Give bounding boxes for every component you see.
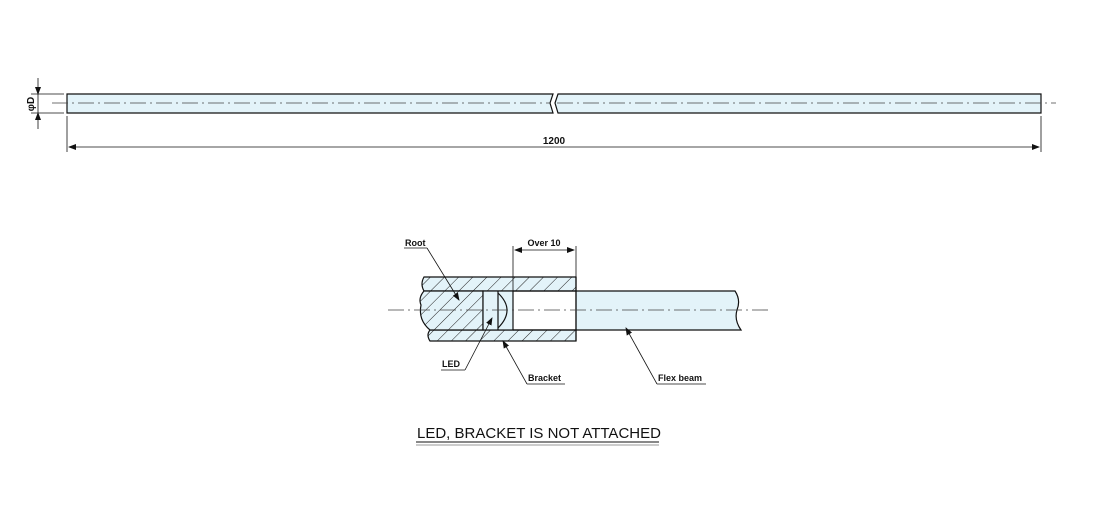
- flex-beam-label: Flex beam: [658, 373, 702, 383]
- detail-view: Over 10 Root LED Bracket Flex beam: [388, 238, 768, 385]
- flex-beam-body: [575, 290, 743, 331]
- root-shell-top: [421, 276, 577, 292]
- full-beam-view: [52, 93, 1056, 114]
- length-label: 1200: [543, 136, 566, 147]
- bracket-label: Bracket: [528, 373, 561, 383]
- over-10-label: Over 10: [527, 238, 560, 248]
- note: LED, BRACKET IS NOT ATTACHED: [416, 425, 661, 446]
- root-shell-bottom: [427, 329, 577, 342]
- diameter-dimension: φD: [26, 78, 64, 129]
- root-core: [419, 290, 484, 331]
- note-text: LED, BRACKET IS NOT ATTACHED: [417, 425, 661, 442]
- diameter-label: φD: [26, 97, 37, 111]
- root-label: Root: [405, 238, 426, 248]
- beam-left-segment: [66, 93, 554, 114]
- beam-right-segment: [554, 93, 1042, 114]
- led-label: LED: [442, 359, 461, 369]
- length-dimension: 1200: [66, 116, 1042, 152]
